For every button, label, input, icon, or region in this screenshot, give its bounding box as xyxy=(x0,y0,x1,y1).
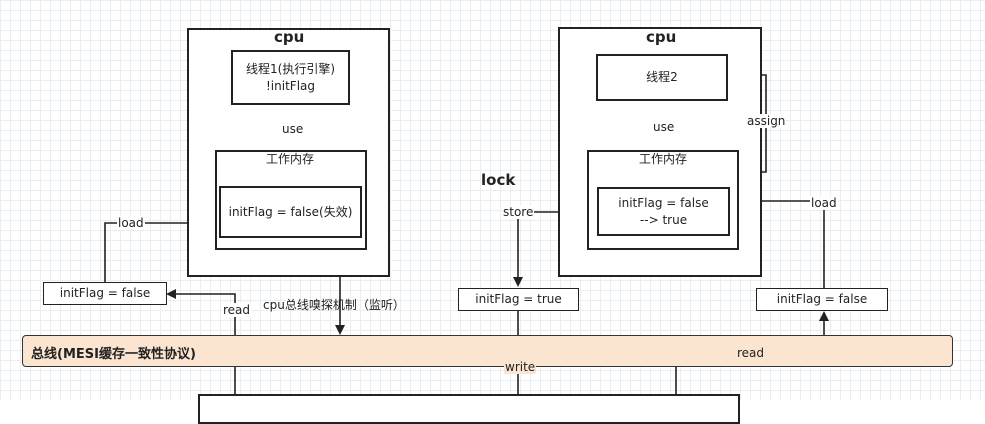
left-work-memory-title: 工作内存 xyxy=(266,152,315,166)
bus: 总线(MESI缓存一致性协议) xyxy=(22,335,953,367)
right-thread-box: 线程2 xyxy=(596,54,728,101)
left-thread-condition: !initFlag xyxy=(266,78,315,93)
assign-label: assign xyxy=(746,114,787,128)
right-read-label: read xyxy=(736,346,766,360)
right-var-box: initFlag = false --> true xyxy=(597,187,730,236)
left-use-label: use xyxy=(281,122,305,136)
left-var-value: initFlag = false(失效) xyxy=(228,204,353,219)
middle-mem-value: initFlag = true xyxy=(475,292,562,306)
left-mem-box: initFlag = false xyxy=(43,282,167,305)
right-work-memory-title: 工作内存 xyxy=(639,152,688,166)
left-thread-box: 线程1(执行引擎) !initFlag xyxy=(231,50,350,105)
left-thread-name: 线程1(执行引擎) xyxy=(246,61,335,76)
left-mem-value: initFlag = false xyxy=(59,286,151,300)
write-label: write xyxy=(504,360,537,374)
right-mem-value: initFlag = false xyxy=(776,292,868,306)
left-var-box: initFlag = false(失效) xyxy=(219,186,362,238)
sniff-label: cpu总线嗅探机制（监听） xyxy=(263,298,405,312)
right-var-new-value: --> true xyxy=(639,212,688,227)
right-cpu-title: cpu xyxy=(646,28,677,46)
right-var-value: initFlag = false xyxy=(618,195,709,210)
main-memory-box xyxy=(198,394,740,424)
lock-label: lock xyxy=(481,171,516,189)
left-load-arrow xyxy=(104,218,214,282)
right-use-label: use xyxy=(652,120,676,134)
left-load-label: load xyxy=(117,216,145,230)
bus-label: 总线(MESI缓存一致性协议) xyxy=(31,347,196,362)
left-cpu-title: cpu xyxy=(274,28,305,46)
middle-mem-box: initFlag = true xyxy=(458,288,579,311)
store-label: store xyxy=(502,205,535,219)
right-mem-box: initFlag = false xyxy=(756,288,888,311)
right-thread-name: 线程2 xyxy=(646,70,678,84)
left-read-label: read xyxy=(222,303,252,317)
right-load-label: load xyxy=(810,196,838,210)
